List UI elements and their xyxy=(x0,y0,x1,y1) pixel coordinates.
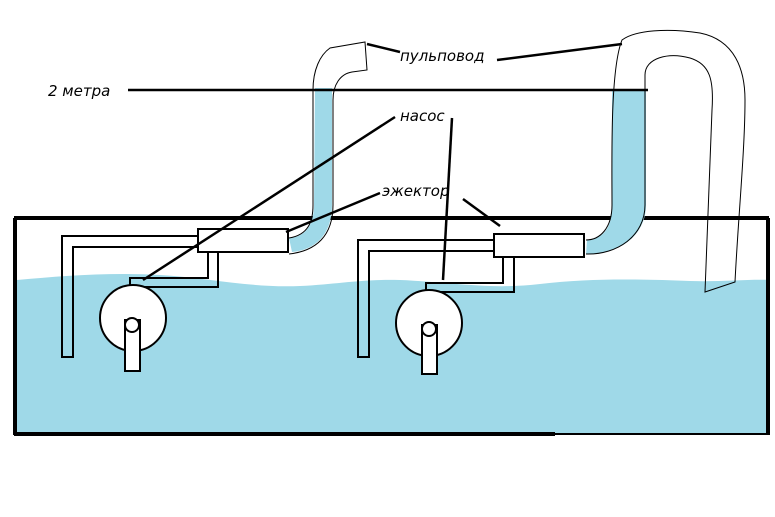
right-ejector xyxy=(493,233,585,258)
ejector-leader-left xyxy=(285,191,381,234)
right-pipeline-fill xyxy=(586,90,646,255)
right-feed-pipe xyxy=(428,258,515,293)
pipeline-label: пульповод xyxy=(400,47,485,65)
height-label: 2 метра xyxy=(48,82,110,100)
ejector-label: эжектор xyxy=(382,182,449,200)
left-slurry-pipeline xyxy=(288,41,368,255)
pipeline-leader-left xyxy=(366,42,401,54)
water-body xyxy=(17,273,770,433)
left-ejector xyxy=(197,228,289,253)
left-pipeline-fill xyxy=(289,88,332,252)
right-slurry-pipeline xyxy=(585,29,746,293)
left-pump-assembly xyxy=(61,228,289,372)
pipeline-leader-right xyxy=(496,42,623,62)
right-pump-assembly xyxy=(357,233,585,375)
left-feed-pipe xyxy=(144,253,219,288)
pump-leader-right xyxy=(441,117,454,281)
ejector-leader-right xyxy=(462,197,501,228)
pump-leader-left xyxy=(142,115,396,282)
pump-label: насос xyxy=(400,107,445,125)
